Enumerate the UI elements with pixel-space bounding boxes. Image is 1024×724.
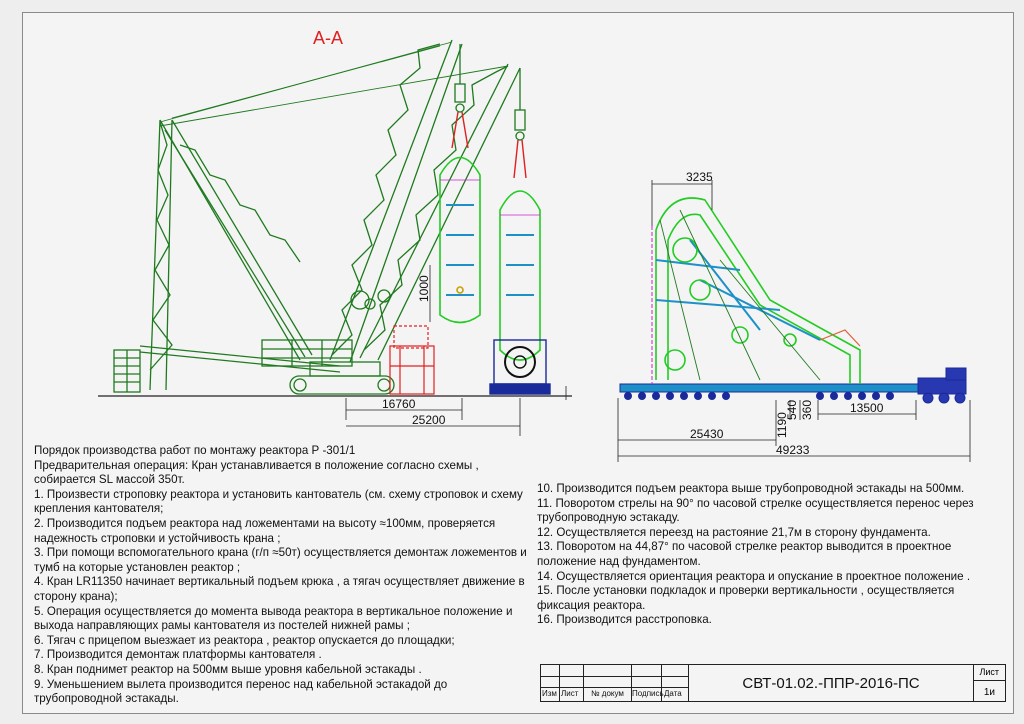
tilting-frame [489, 339, 551, 395]
note-line: 9. Уменьшением вылета производится перен… [34, 677, 448, 706]
note-line: 5. Операция осуществляется до момента вы… [34, 604, 513, 633]
hook-block-1 [454, 44, 466, 113]
note-line: 13. Поворотом на 44,87° по часовой стрел… [537, 540, 952, 568]
counterweight [113, 349, 141, 393]
dimension-lines-right [617, 180, 971, 462]
note-line: 3. При помощи вспомогательного крана (г/… [34, 546, 527, 574]
section-title: А-А [313, 28, 343, 48]
note-line: Предварительная операция: Кран устанавли… [34, 458, 479, 487]
dim-16760: 16760 [382, 397, 416, 411]
hdr-list: Лист [561, 689, 579, 698]
hdr-sign: Подпись [632, 689, 664, 698]
dim-25200: 25200 [412, 413, 446, 427]
sheet-number: 1и [983, 687, 995, 698]
revision-grid: Изм Лист № докум Подпись Дата [541, 665, 689, 701]
luffing-jib [359, 63, 521, 361]
note-line: 2. Производится подъем реактора над ложе… [34, 516, 496, 545]
note-line: 15. После установки подкладок и проверки… [537, 584, 955, 612]
dim-1190: 1190 [775, 412, 789, 438]
main-boom [329, 39, 463, 363]
crane-view [98, 39, 572, 397]
note-line: 4. Кран LR11350 начинает вертикальный по… [34, 575, 525, 603]
drawing-sheet [22, 12, 1014, 714]
hook-block-2 [514, 68, 526, 141]
hdr-doc: № докум [591, 689, 624, 698]
trailer-deck [619, 383, 921, 393]
note-line: 14. Осуществляется ориентация реактора и… [537, 569, 971, 583]
dim-49233: 49233 [776, 443, 810, 457]
work-procedure-notes-left: Порядок производства работ по монтажу ре… [34, 444, 529, 707]
hdr-date: Дата [664, 689, 682, 698]
note-line: 10. Производится подъем реактора выше тр… [537, 482, 965, 495]
note-line: 6. Тягач с прицепом выезжает из реактора… [34, 633, 455, 647]
work-procedure-notes-right: 10. Производится подъем реактора выше тр… [537, 482, 992, 628]
note-line: Порядок производства работ по монтажу ре… [34, 444, 356, 457]
note-line: 8. Кран поднимет реактор на 500мм выше у… [34, 662, 422, 676]
tilted-frame [655, 197, 861, 384]
crawler-track [289, 361, 395, 395]
cable-trestle [389, 325, 435, 395]
dim-540: 540 [785, 400, 799, 420]
dim-25430: 25430 [690, 427, 724, 441]
derrick-mast [149, 119, 173, 391]
note-line: 11. Поворотом стрелы на 90° по часовой с… [537, 496, 974, 525]
note-line: 1. Произвести строповку реактора и устан… [34, 487, 523, 516]
slings [451, 111, 527, 179]
note-line: 7. Производится демонтаж платформы канто… [34, 648, 322, 662]
reactor-vessel-tilting [499, 190, 541, 361]
hdr-izm: Изм [542, 689, 557, 698]
note-line: 12. Осуществляется переезд на растояние … [537, 525, 931, 539]
sheet-label: Лист [979, 667, 999, 677]
title-block: Изм Лист № докум Подпись Дата СВТ-01.02.… [540, 664, 1006, 702]
note-line: 16. Производится расстроповка. [537, 613, 712, 627]
dim-13500: 13500 [850, 401, 884, 415]
dim-360: 360 [800, 400, 814, 420]
dim-3235: 3235 [686, 170, 713, 184]
document-code: СВТ-01.02.-ППР-2016-ПС [689, 665, 974, 701]
dim-1000: 1000 [417, 275, 431, 302]
tractor-truck [917, 367, 967, 404]
transport-view [619, 197, 967, 404]
trailer-wheels [624, 392, 894, 400]
reactor-vessel-raised [439, 156, 481, 324]
dimension-lines-left [345, 265, 567, 436]
